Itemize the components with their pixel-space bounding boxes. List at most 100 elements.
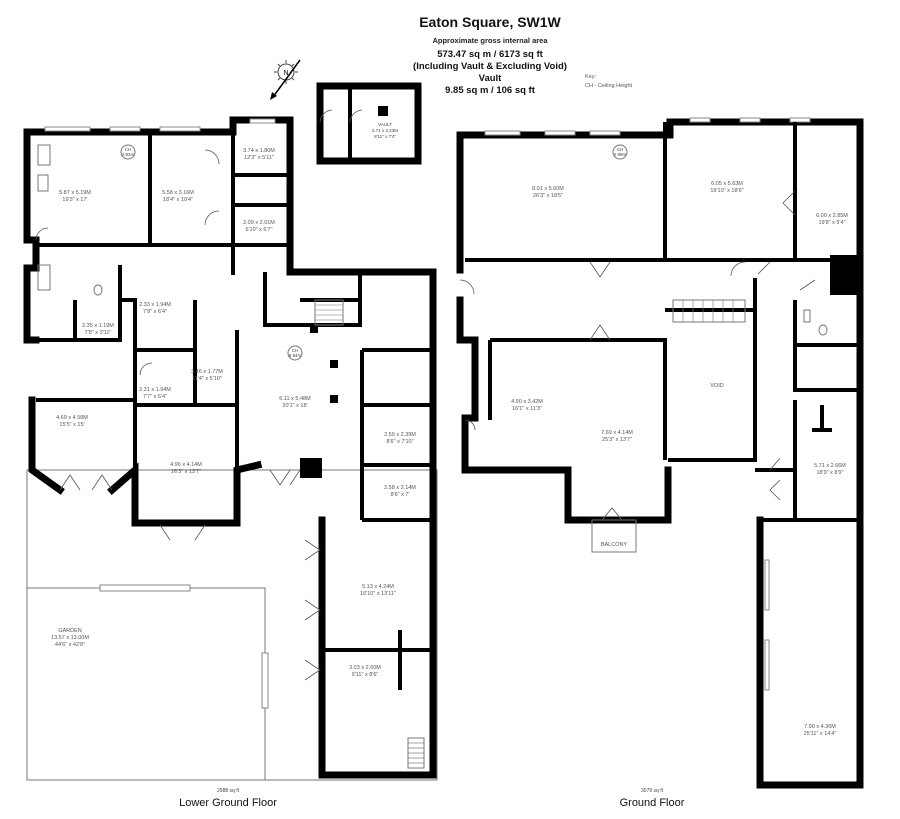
svg-text:2.58 x 2.14M: 2.58 x 2.14M bbox=[384, 485, 416, 491]
ceiling-height-marker: CH 6.94m bbox=[287, 345, 303, 361]
vault-area: 9.85 sq m / 106 sq ft bbox=[445, 85, 536, 96]
svg-text:2.09 x 2.01M: 2.09 x 2.01M bbox=[243, 220, 275, 226]
svg-text:7'8" x 6'4": 7'8" x 6'4" bbox=[143, 309, 167, 315]
total-area: 573.47 sq m / 6173 sq ft bbox=[437, 49, 543, 60]
svg-text:2.35 x 1.19M: 2.35 x 1.19M bbox=[82, 323, 114, 329]
svg-text:7.69 x 4.14M: 7.69 x 4.14M bbox=[601, 430, 633, 436]
area-subtitle: Approximate gross internal area bbox=[432, 36, 548, 45]
plan-title: Eaton Square, SW1W bbox=[419, 14, 561, 30]
svg-text:8'6" x 7'10": 8'6" x 7'10" bbox=[386, 439, 413, 445]
svg-text:19'3" x 17': 19'3" x 17' bbox=[62, 197, 87, 203]
svg-text:9'11" x 8'6": 9'11" x 8'6" bbox=[352, 672, 379, 678]
balcony-label: BALCONY bbox=[601, 542, 628, 548]
key-ceiling-height: CH - Ceiling Height bbox=[585, 83, 633, 89]
svg-text:19'8" x 9'4": 19'8" x 9'4" bbox=[818, 220, 845, 226]
svg-text:7'8" x 3'11": 7'8" x 3'11" bbox=[85, 330, 112, 336]
svg-text:6'10" x 6'7": 6'10" x 6'7" bbox=[245, 227, 272, 233]
svg-text:VAULT: VAULT bbox=[378, 122, 392, 127]
svg-text:2.31 x 1.94M: 2.31 x 1.94M bbox=[139, 387, 171, 393]
svg-text:8'6" x 7': 8'6" x 7' bbox=[390, 492, 409, 498]
svg-text:CH: CH bbox=[292, 348, 299, 353]
svg-text:5.87 x 5.19M: 5.87 x 5.19M bbox=[59, 190, 91, 196]
sink-icon bbox=[37, 174, 49, 192]
svg-text:18'4" x 10'4": 18'4" x 10'4" bbox=[163, 197, 193, 203]
svg-text:4.96 x 4.14M: 4.96 x 4.14M bbox=[170, 462, 202, 468]
svg-text:N: N bbox=[283, 70, 288, 77]
vault-room: VAULT 2.71 x 2.23M 8'11" x 7'4" bbox=[316, 82, 422, 165]
area-note: (Including Vault & Excluding Void) bbox=[413, 61, 567, 72]
svg-text:6.00 x 2.85M: 6.00 x 2.85M bbox=[816, 213, 848, 219]
svg-text:25'11" x 14'4": 25'11" x 14'4" bbox=[804, 731, 837, 737]
svg-text:7'7" x 6'4": 7'7" x 6'4" bbox=[143, 394, 167, 400]
svg-text:4.69 x 4.58M: 4.69 x 4.58M bbox=[56, 415, 88, 421]
lower-ground-area: 2988 sq ft bbox=[217, 788, 240, 794]
svg-text:GARDEN: GARDEN bbox=[58, 628, 82, 634]
key-title: Key: bbox=[585, 74, 596, 80]
svg-text:CH: CH bbox=[125, 147, 132, 152]
garden-boundary bbox=[26, 469, 438, 781]
garden-label: GARDEN 13.57 x 13.00M 44'6" x 42'8" bbox=[51, 628, 89, 648]
svg-text:16'1" x 11'3": 16'1" x 11'3" bbox=[512, 406, 542, 412]
compass-north-icon: N bbox=[270, 59, 301, 100]
svg-text:16'3" x 13'7": 16'3" x 13'7" bbox=[171, 469, 201, 475]
svg-text:19'10" x 18'6": 19'10" x 18'6" bbox=[710, 188, 743, 194]
vault-label: Vault bbox=[479, 73, 503, 84]
ground-area: 3079 sq ft bbox=[641, 788, 664, 794]
lower-ground-floor-label: Lower Ground Floor bbox=[179, 797, 277, 809]
toilet-icon bbox=[93, 284, 103, 296]
basin-icon bbox=[803, 309, 811, 323]
svg-text:CH: CH bbox=[617, 147, 624, 152]
svg-text:11'4" x 5'10": 11'4" x 5'10" bbox=[192, 376, 222, 382]
svg-text:13.57 x 13.00M: 13.57 x 13.00M bbox=[51, 635, 89, 641]
staircase-icon bbox=[314, 299, 344, 326]
svg-text:26'3" x 18'5": 26'3" x 18'5" bbox=[533, 193, 563, 199]
ceiling-height-marker: CH 2.92m bbox=[120, 144, 136, 160]
svg-text:6.05 x 5.63M: 6.05 x 5.63M bbox=[711, 181, 743, 187]
svg-text:16'10" x 13'11": 16'10" x 13'11" bbox=[360, 591, 396, 597]
svg-text:5.71 x 2.66M: 5.71 x 2.66M bbox=[814, 463, 846, 469]
svg-text:5.58 x 3.16M: 5.58 x 3.16M bbox=[162, 190, 194, 196]
toilet-icon bbox=[818, 324, 828, 336]
svg-text:2.71 x 2.23M: 2.71 x 2.23M bbox=[372, 128, 398, 133]
svg-text:15'5" x 15': 15'5" x 15' bbox=[59, 422, 84, 428]
svg-text:44'6" x 42'8": 44'6" x 42'8" bbox=[55, 642, 85, 648]
garden-area bbox=[26, 587, 266, 781]
svg-text:3.46 x 1.77M: 3.46 x 1.77M bbox=[191, 369, 223, 375]
svg-text:2.59 x 2.39M: 2.59 x 2.39M bbox=[384, 432, 416, 438]
ground-floor-label: Ground Floor bbox=[620, 797, 685, 809]
svg-text:20'1" x 18': 20'1" x 18' bbox=[282, 403, 307, 409]
svg-text:8.01 x 5.60M: 8.01 x 5.60M bbox=[532, 186, 564, 192]
svg-text:8'11" x 7'4": 8'11" x 7'4" bbox=[374, 134, 396, 139]
svg-text:6.11 x 5.48M: 6.11 x 5.48M bbox=[279, 396, 311, 402]
svg-text:12'3" x 5'11": 12'3" x 5'11" bbox=[244, 155, 274, 161]
svg-text:25'3" x 13'7": 25'3" x 13'7" bbox=[602, 437, 632, 443]
svg-text:7.90 x 4.36M: 7.90 x 4.36M bbox=[804, 724, 836, 730]
shower-icon bbox=[37, 264, 51, 291]
svg-text:5.13 x 4.24M: 5.13 x 4.24M bbox=[362, 584, 394, 590]
void-label: VOID bbox=[710, 383, 723, 389]
staircase-icon bbox=[672, 299, 746, 323]
ceiling-height-marker: CH 2.99m bbox=[612, 144, 628, 160]
